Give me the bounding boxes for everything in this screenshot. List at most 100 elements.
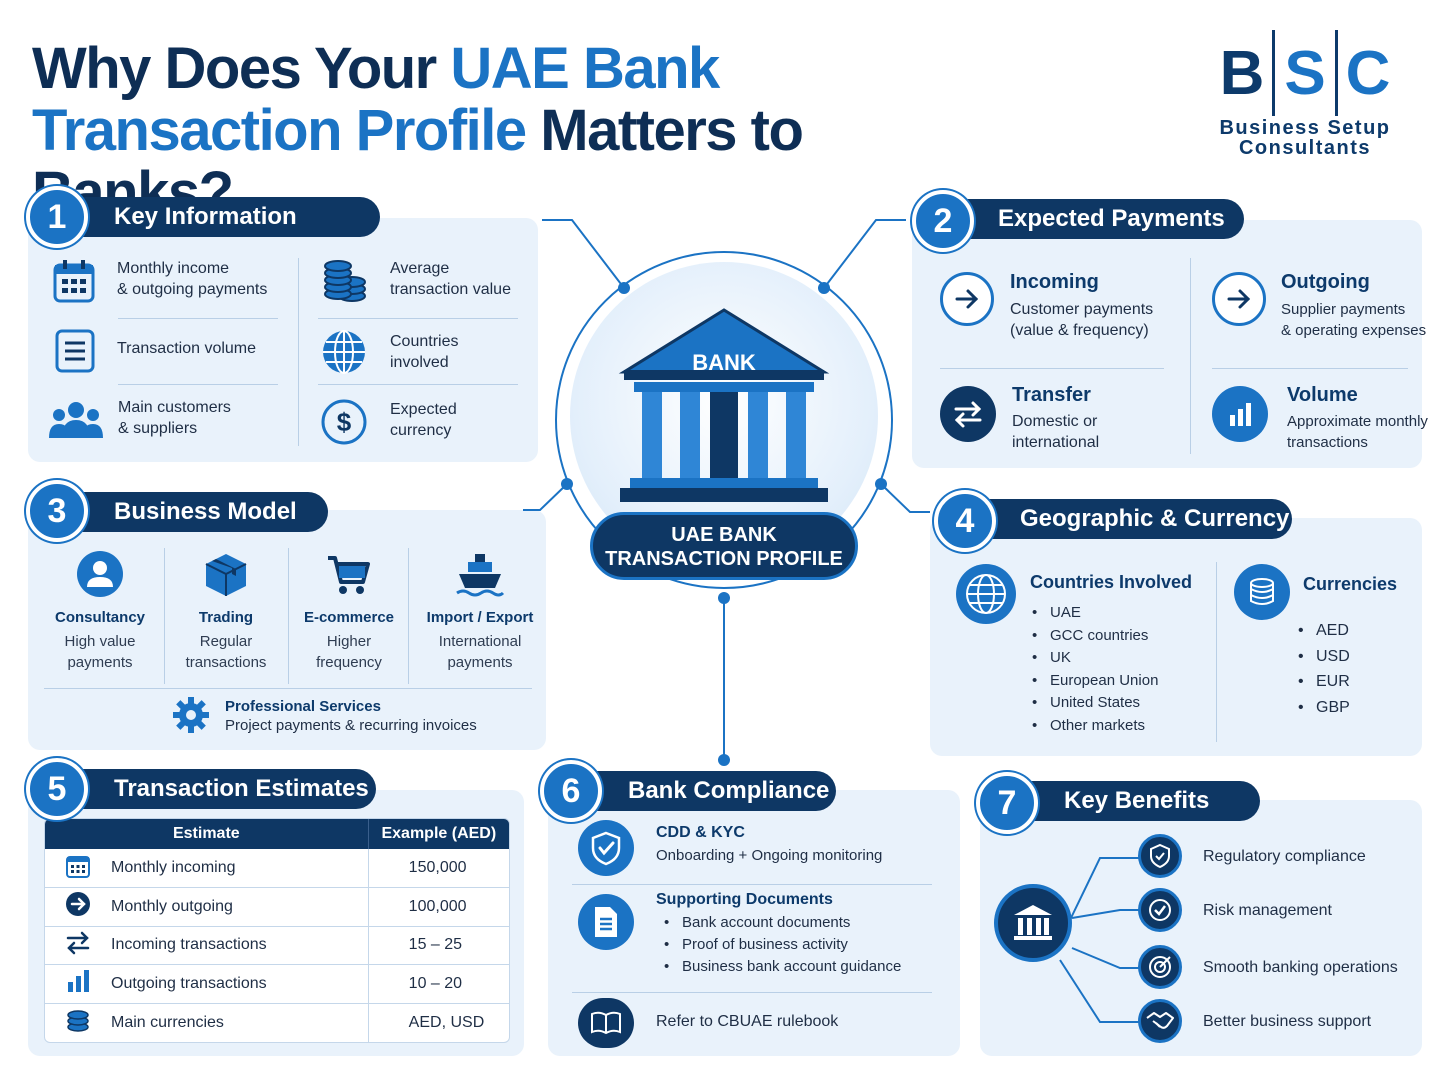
expected-transfer: Transfer Domestic or international bbox=[1012, 384, 1100, 451]
table-row: Outgoing transactions 10 – 20 bbox=[45, 964, 509, 1004]
transfer-icon bbox=[940, 386, 996, 442]
globe-icon bbox=[323, 330, 365, 374]
cart-icon bbox=[328, 556, 370, 594]
key-info-item-3: Transaction volume bbox=[117, 340, 257, 357]
document-item: Bank account documents bbox=[662, 912, 901, 934]
business-model-panel bbox=[28, 510, 546, 750]
currency-item: USD bbox=[1296, 644, 1350, 670]
handshake-icon bbox=[1138, 999, 1182, 1043]
transfer-icon bbox=[66, 931, 90, 954]
section-number-3: 3 bbox=[26, 480, 88, 542]
logo-letter-b: B bbox=[1219, 38, 1265, 108]
section-number-1: 1 bbox=[26, 186, 88, 248]
estimate-value: 150,000 bbox=[367, 849, 509, 888]
table-row: Monthly outgoing 100,000 bbox=[45, 887, 509, 927]
bsc-logo: B S C Business Setup Consultants bbox=[1205, 28, 1405, 168]
table-row: Incoming transactions 15 – 25 bbox=[45, 926, 509, 965]
country-item: Other markets bbox=[1030, 715, 1158, 738]
title-highlight-2: Transaction Profile bbox=[32, 98, 527, 163]
logo-letter-c: C bbox=[1345, 38, 1391, 108]
section-number-5: 5 bbox=[26, 758, 88, 820]
target-icon bbox=[1138, 945, 1182, 989]
title-part1: Why Does Your bbox=[32, 36, 451, 101]
people-icon bbox=[49, 402, 103, 438]
book-icon bbox=[578, 998, 634, 1048]
country-item: GCC countries bbox=[1030, 625, 1158, 648]
arrow-right-icon bbox=[66, 892, 90, 917]
geo-currency-title: Geographic & Currency bbox=[968, 499, 1292, 539]
cbuae-reference[interactable]: Refer to CBUAE rulebook bbox=[656, 1013, 839, 1030]
gear-icon bbox=[173, 697, 209, 733]
bank-building-icon bbox=[618, 308, 830, 502]
globe-icon bbox=[956, 564, 1016, 624]
business-model-title: Business Model bbox=[62, 492, 328, 532]
country-item: European Union bbox=[1030, 670, 1158, 693]
section-number-7: 7 bbox=[976, 772, 1038, 834]
key-info-item-5: Main customers& suppliers bbox=[118, 399, 231, 437]
estimate-value: 100,000 bbox=[367, 887, 509, 927]
profile-label-pill: UAE BANK TRANSACTION PROFILE bbox=[590, 512, 858, 580]
country-item: UK bbox=[1030, 647, 1158, 670]
outgoing-arrow-icon bbox=[1212, 272, 1266, 326]
document-item: Proof of business activity bbox=[662, 934, 901, 956]
bank-label: BANK bbox=[692, 350, 756, 375]
estimate-value: 15 – 25 bbox=[367, 926, 509, 965]
logo-subtitle-1: Business Setup bbox=[1219, 117, 1391, 139]
shield-icon bbox=[1138, 834, 1182, 878]
document-icon bbox=[55, 329, 95, 373]
benefit-item-2: Risk management bbox=[1203, 902, 1332, 919]
countries-title: Countries Involved bbox=[1030, 572, 1193, 592]
profile-label-line1: UAE BANK bbox=[671, 524, 777, 546]
logo-letter-s: S bbox=[1284, 38, 1326, 108]
table-row: Monthly incoming 150,000 bbox=[45, 849, 509, 888]
expected-payments-panel bbox=[912, 220, 1422, 468]
business-import-export: Import / Export International payments bbox=[412, 550, 548, 673]
bank-icon bbox=[994, 884, 1072, 962]
bar-chart-icon bbox=[68, 970, 89, 993]
business-trading: Trading Regular transactions bbox=[166, 550, 286, 673]
section-number-6: 6 bbox=[540, 760, 602, 822]
calendar-icon bbox=[66, 855, 90, 878]
compliance-title: Bank Compliance bbox=[576, 771, 836, 811]
section-number-2: 2 bbox=[912, 190, 974, 252]
estimate-label: Incoming transactions bbox=[111, 926, 369, 965]
shield-check-icon bbox=[578, 820, 634, 876]
section-number-4: 4 bbox=[934, 490, 996, 552]
currencies-title: Currencies bbox=[1303, 574, 1398, 594]
dollar-icon: $ bbox=[321, 399, 367, 445]
estimate-value: AED, USD bbox=[367, 1003, 509, 1042]
coins-icon bbox=[67, 1010, 89, 1032]
title-highlight-1: UAE Bank bbox=[450, 36, 720, 101]
expected-volume: Volume Approximate monthly transactions bbox=[1287, 384, 1428, 451]
business-ecommerce: E-commerce Higher frequency bbox=[290, 550, 408, 673]
ship-icon bbox=[456, 554, 505, 597]
cdd-kyc: CDD & KYC Onboarding + Ongoing monitorin… bbox=[656, 824, 883, 864]
expected-outgoing: Outgoing Supplier payments & operating e… bbox=[1281, 271, 1427, 339]
table-row: Main currencies AED, USD bbox=[45, 1003, 509, 1042]
country-item: United States bbox=[1030, 692, 1158, 715]
estimates-table-wrap: Estimate Example (AED) Monthly incoming … bbox=[44, 818, 510, 1043]
currencies-list: AED USD EUR GBP bbox=[1296, 618, 1350, 720]
person-icon bbox=[77, 551, 123, 597]
estimate-label: Monthly outgoing bbox=[111, 887, 369, 927]
key-info-item-1: Monthly income& outgoing payments bbox=[117, 260, 268, 298]
bar-chart-icon bbox=[1212, 386, 1268, 442]
benefits-title: Key Benefits bbox=[1012, 781, 1260, 821]
logo-subtitle-2: Consultants bbox=[1238, 137, 1372, 159]
estimate-label: Monthly incoming bbox=[111, 849, 369, 888]
expected-payments-title: Expected Payments bbox=[946, 199, 1244, 239]
document-icon bbox=[578, 894, 634, 950]
benefit-item-1: Regulatory compliance bbox=[1203, 848, 1366, 865]
key-info-title: Key Information bbox=[62, 197, 380, 237]
svg-text:$: $ bbox=[337, 407, 352, 437]
benefit-item-4: Better business support bbox=[1203, 1013, 1372, 1030]
check-circle-icon bbox=[1138, 888, 1182, 932]
estimate-label: Outgoing transactions bbox=[111, 964, 369, 1004]
currency-item: EUR bbox=[1296, 669, 1350, 695]
supporting-documents: Supporting Documents Bank account docume… bbox=[656, 891, 901, 978]
benefits-connectors bbox=[1059, 857, 1140, 1023]
